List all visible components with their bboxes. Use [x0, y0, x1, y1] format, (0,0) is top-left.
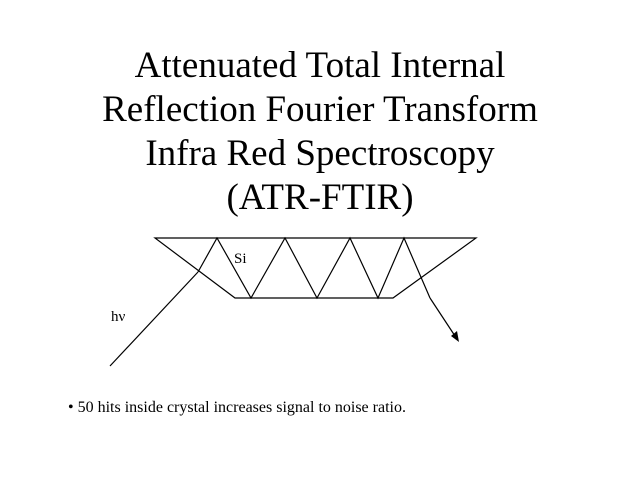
exit-beam	[429, 297, 456, 337]
slide-title: Attenuated Total Internal Reflection Fou…	[0, 44, 640, 220]
bullet-point: • 50 hits inside crystal increases signa…	[68, 399, 406, 416]
light-label: hν	[111, 309, 126, 325]
title-line-1: Attenuated Total Internal	[134, 45, 506, 86]
crystal-outline	[153, 237, 478, 299]
arrowhead-icon	[451, 331, 459, 342]
incident-beam	[109, 271, 199, 367]
reflection-path	[197, 236, 431, 300]
title-line-3: Infra Red Spectroscopy	[145, 133, 495, 174]
title-line-4: (ATR-FTIR)	[226, 177, 414, 218]
title-line-2: Reflection Fourier Transform	[102, 89, 538, 130]
crystal-label: Si	[234, 251, 247, 267]
